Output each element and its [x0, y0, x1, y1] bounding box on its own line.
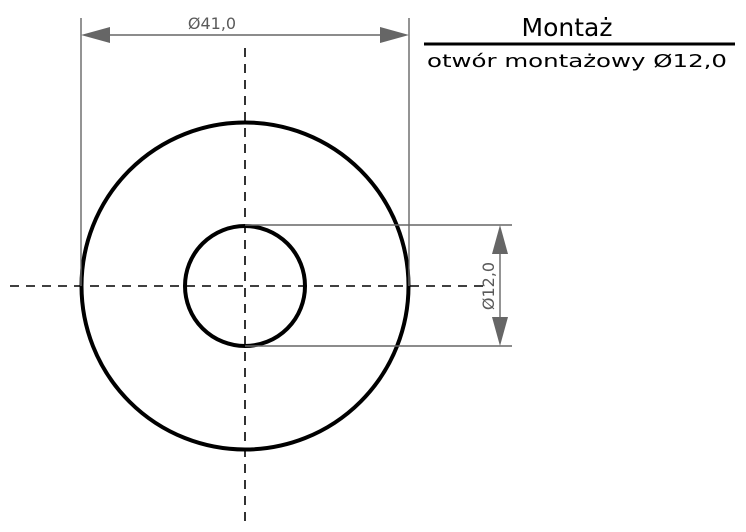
inner-dimension-arrow-top: [492, 225, 508, 254]
title: Montaż: [522, 13, 613, 42]
outer-dimension-arrow-left: [81, 27, 110, 43]
outer-diameter-label: Ø41,0: [188, 14, 236, 33]
subtitle: otwór montażowy Ø12,0: [427, 51, 727, 72]
inner-dimension-arrow-bottom: [492, 317, 508, 346]
inner-diameter-label: Ø12,0: [479, 262, 498, 310]
outer-dimension-arrow-right: [380, 27, 409, 43]
